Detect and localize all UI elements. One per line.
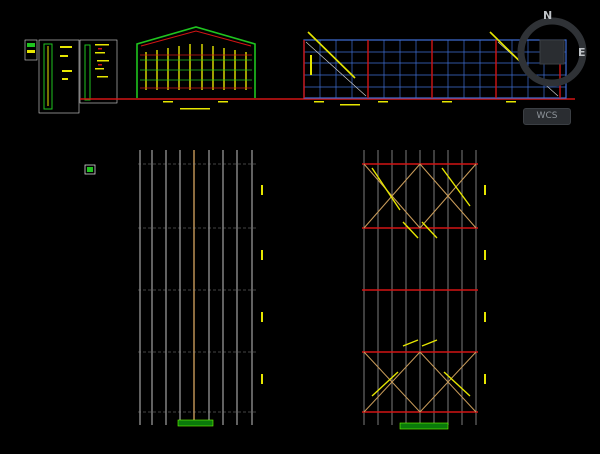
bracing-plan-title-label	[399, 422, 449, 430]
viewcube[interactable]	[517, 17, 587, 87]
wcs-menu-button[interactable]: WCS	[523, 108, 571, 125]
front-elevation	[136, 26, 256, 110]
compass-east-label[interactable]: E	[578, 46, 586, 59]
compass-north-label[interactable]: N	[543, 9, 553, 22]
roof-bracing-plan	[362, 150, 486, 425]
roof-purlin-plan	[138, 150, 263, 425]
purlin-plan-title-label	[177, 419, 214, 427]
detail-marker[interactable]	[84, 164, 96, 175]
title-block	[24, 39, 118, 114]
